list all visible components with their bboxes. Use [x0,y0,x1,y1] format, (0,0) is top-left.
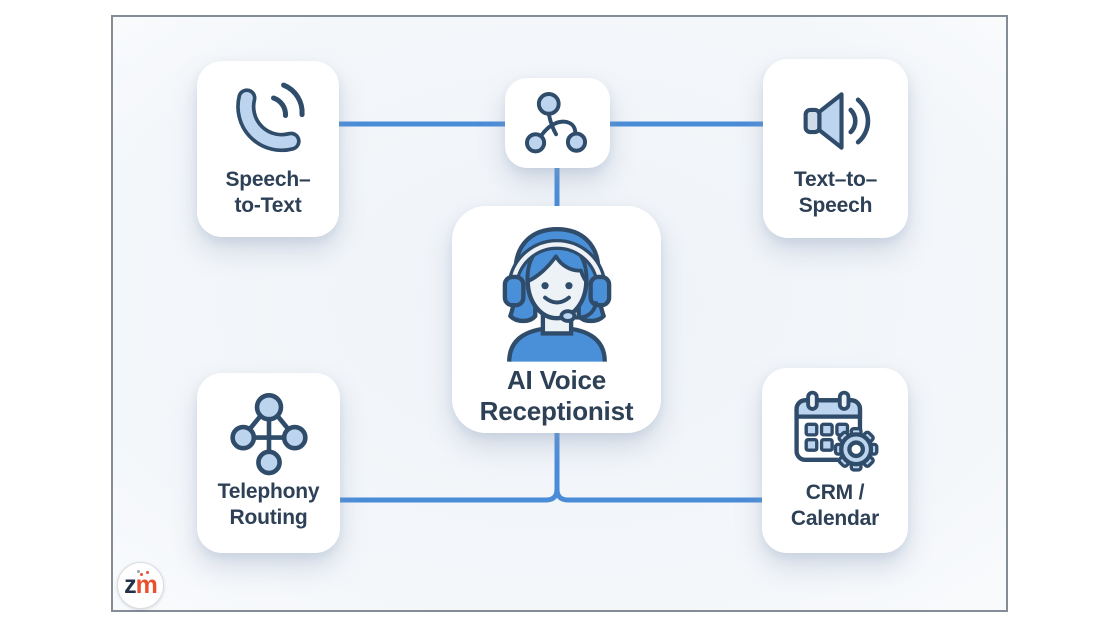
logo-letter-m: m [135,571,158,599]
phone-icon [236,82,305,153]
network-nodes-icon [229,392,308,476]
card-label-telephony-routing: Telephony Routing [217,480,320,529]
card-label-ai-voice-receptionist: AI Voice Receptionist [479,365,634,426]
logo-sparkles [140,573,143,576]
card-hub-node [505,78,610,168]
zm-logo: z m [117,562,164,609]
logo-letter-z: z [124,571,136,599]
speaker-icon [803,92,870,150]
card-label-speech-to-text: Speech– to-Text [225,168,311,217]
card-crm-calendar: CRM / Calendar [762,368,908,553]
card-text-to-speech: Text–to– Speech [763,59,908,238]
calendar-gear-icon [794,390,882,475]
card-label-crm-calendar: CRM / Calendar [790,481,880,530]
card-ai-voice-receptionist: AI Voice Receptionist [452,206,661,433]
branch-node-icon [524,91,587,154]
card-speech-to-text: Speech– to-Text [197,61,339,237]
card-label-text-to-speech: Text–to– Speech [793,168,878,217]
receptionist-avatar-icon [502,227,611,362]
card-telephony-routing: Telephony Routing [197,373,340,553]
